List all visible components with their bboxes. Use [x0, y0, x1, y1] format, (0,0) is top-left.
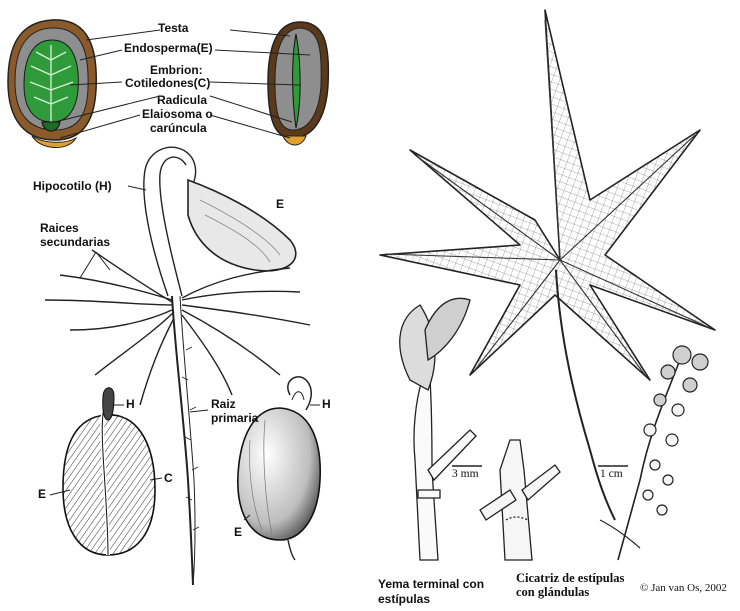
- label-caruncle: carúncula: [150, 122, 207, 135]
- label-stipule-scar: Cicatriz de estípulas: [516, 572, 624, 585]
- label-seed-left-c: C: [164, 472, 173, 485]
- label-primary-root: Raiz: [211, 398, 236, 411]
- label-copyright: © Jan van Os, 2002: [640, 582, 727, 595]
- label-secondary-roots-2: secundarias: [40, 236, 110, 249]
- label-endosperm: Endosperma(E): [124, 42, 213, 55]
- label-terminal-bud-2: estípulas: [378, 593, 430, 606]
- germinating-seed-left: [50, 388, 162, 555]
- label-scale-1cm: 1 cm: [600, 468, 623, 481]
- label-seed-left-h: H: [126, 398, 135, 411]
- stipule-scar-sketch: [480, 440, 560, 560]
- inflorescence-sketch: [600, 346, 708, 560]
- label-seed-left-e: E: [38, 488, 46, 501]
- label-secondary-roots: Raices: [40, 222, 79, 235]
- label-stipule-scar-2: con glándulas: [516, 586, 589, 599]
- label-testa: Testa: [158, 22, 188, 35]
- label-cotyledons: Cotiledones(C): [125, 77, 210, 90]
- label-scale-3mm: 3 mm: [452, 468, 479, 481]
- seed-section-side: [268, 22, 328, 145]
- label-seed-right-e: E: [234, 526, 242, 539]
- label-endosperm-mark: E: [276, 198, 284, 211]
- label-elaiosome: Elaiosoma o: [142, 108, 213, 121]
- primary-root-pointer: [190, 410, 208, 412]
- label-radicle: Radicula: [157, 94, 207, 107]
- label-terminal-bud: Yema terminal con: [378, 578, 484, 591]
- germinating-seed-right: [238, 377, 320, 560]
- label-hypocotyl: Hipocotilo (H): [33, 180, 112, 193]
- seed-section-front: [8, 20, 96, 148]
- label-seed-right-h: H: [322, 398, 331, 411]
- label-primary-root-2: primaria: [211, 412, 258, 425]
- secondary-roots-pointer: [80, 252, 110, 278]
- terminal-bud-sketch: [400, 298, 476, 560]
